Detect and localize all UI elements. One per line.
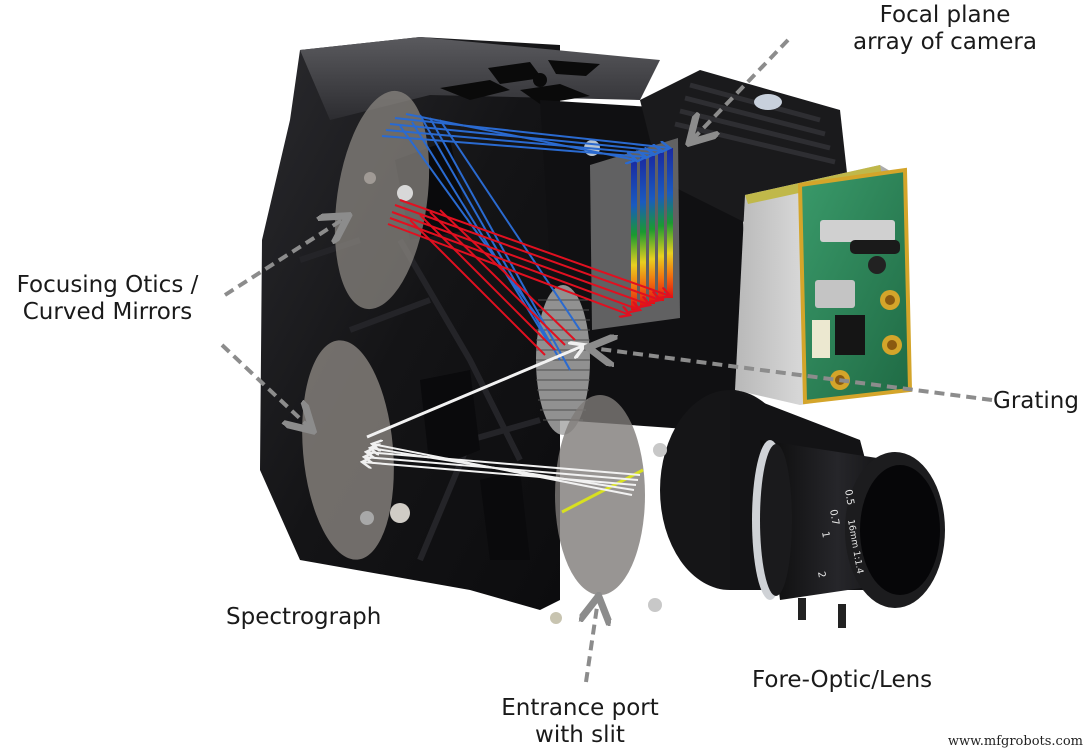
label-focusing-optics-line2: Curved Mirrors: [22, 299, 193, 325]
leader-entrance-port: [586, 600, 598, 683]
svg-text:0.7: 0.7: [827, 509, 841, 527]
label-entrance-port-line1: Entrance port: [501, 695, 659, 721]
svg-text:1: 1: [819, 531, 831, 539]
leader-arrows: [220, 38, 993, 683]
label-spectrograph: Spectrograph: [226, 604, 382, 630]
svg-text:2: 2: [815, 571, 827, 579]
white-rays: [362, 345, 641, 496]
lower-curved-mirror: [302, 340, 394, 560]
fore-optic-lens: [550, 390, 945, 628]
label-entrance-port-line2: with slit: [535, 722, 625, 748]
label-focusing-optics: Focusing Otics / Curved Mirrors: [0, 272, 215, 326]
red-rays: [387, 199, 670, 356]
svg-text:0.5: 0.5: [842, 489, 856, 507]
leader-upper-mirror: [223, 218, 345, 297]
entrance-slit: [561, 468, 644, 514]
label-focal-plane-line1: Focal plane: [879, 2, 1011, 28]
watermark: www.mfgrobots.com: [947, 734, 1083, 749]
leader-focal-plane: [692, 38, 790, 140]
label-focal-plane: Focal plane array of camera: [800, 2, 1089, 56]
upper-curved-mirror: [334, 90, 430, 310]
label-fore-optic: Fore-Optic/Lens: [752, 667, 933, 693]
leader-grating: [592, 348, 993, 402]
label-focusing-optics-line1: Focusing Otics /: [16, 272, 199, 298]
leader-lower-mirror: [220, 343, 310, 428]
entrance-port-window: [555, 395, 645, 595]
label-focal-plane-line2: array of camera: [853, 29, 1037, 55]
diffraction-grating: [536, 285, 590, 435]
label-grating: Grating: [993, 388, 1079, 414]
focal-plane-array: [584, 138, 680, 330]
camera-electronics: [735, 165, 913, 405]
label-entrance-port: Entrance port with slit: [480, 695, 680, 749]
top-vent-icon: [440, 60, 600, 104]
